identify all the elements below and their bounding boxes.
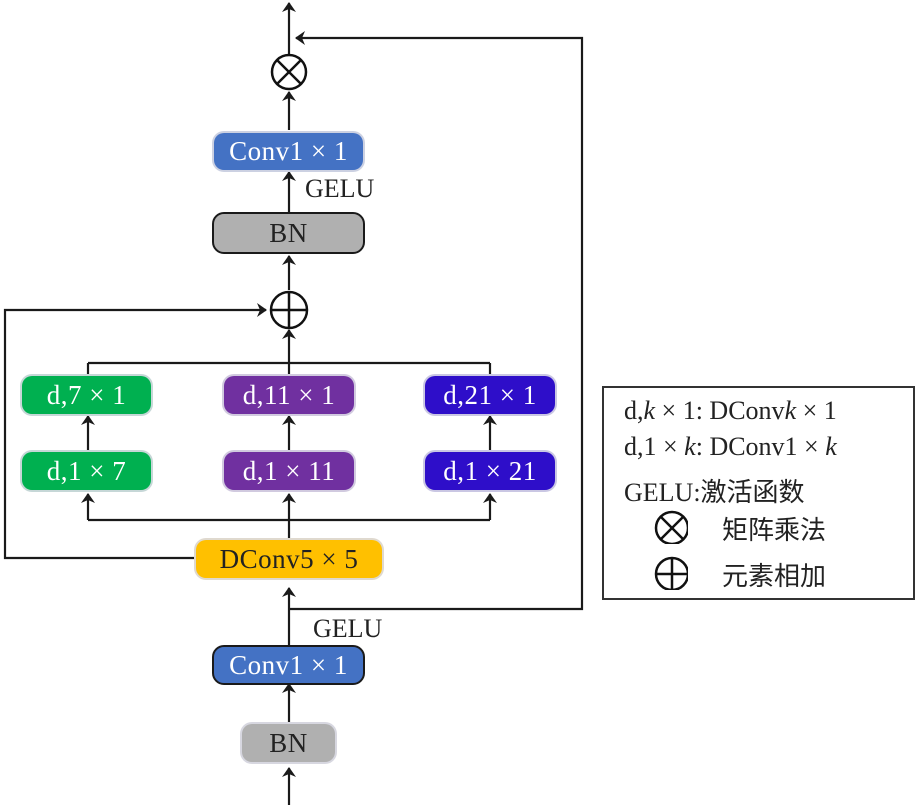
legend-k: k — [784, 396, 797, 425]
legend-box: d,k × 1: DConvk × 1 d,1 × k: DConv1 × k … — [602, 386, 915, 600]
legend-k: k — [684, 432, 696, 461]
legend-row-gelu: GELU:激活函数 — [624, 478, 805, 507]
legend-k: k — [825, 432, 837, 461]
skip-connection-mul — [289, 31, 584, 611]
branch11-d1x11-block: d,1 × 11 — [222, 450, 356, 492]
legend-k: k — [643, 396, 656, 425]
add-operator-icon — [269, 290, 309, 330]
branch7-d1x7-block: d,1 × 7 — [20, 450, 153, 492]
legend-text: d, — [624, 396, 644, 425]
branch21-d1x21-block: d,1 × 21 — [423, 450, 557, 492]
legend-text: d,1 × — [624, 432, 685, 461]
branch21-d21x1-block: d,21 × 1 — [423, 374, 557, 416]
legend-text: × 1: DConv — [655, 396, 785, 425]
legend-add-label: 元素相加 — [722, 562, 827, 592]
branch11-d11x1-block: d,11 × 1 — [222, 374, 356, 416]
gelu-top-label: GELU — [305, 174, 375, 203]
skip-connection-add — [3, 303, 267, 560]
dconv5x5-block: DConv5 × 5 — [194, 538, 384, 580]
conv1x1-top-block: Conv1 × 1 — [212, 131, 365, 172]
legend-text: : DConv1 × — [695, 432, 826, 461]
conv1x1-bottom-block: Conv1 × 1 — [212, 645, 365, 685]
legend-row-dk1: d,k × 1: DConvk × 1 — [624, 396, 837, 426]
legend-multiply-icon — [654, 510, 688, 544]
legend-add-icon — [654, 556, 688, 590]
legend-text: × 1 — [796, 396, 837, 425]
bn-bottom-block: BN — [240, 722, 337, 764]
legend-row-d1k: d,1 × k: DConv1 × k — [624, 432, 837, 462]
multiply-operator-icon — [270, 53, 308, 91]
branch7-d7x1-block: d,7 × 1 — [20, 374, 153, 416]
gelu-bottom-label: GELU — [313, 614, 383, 643]
bn-top-block: BN — [212, 212, 365, 254]
legend-multiply-label: 矩阵乘法 — [722, 516, 827, 546]
